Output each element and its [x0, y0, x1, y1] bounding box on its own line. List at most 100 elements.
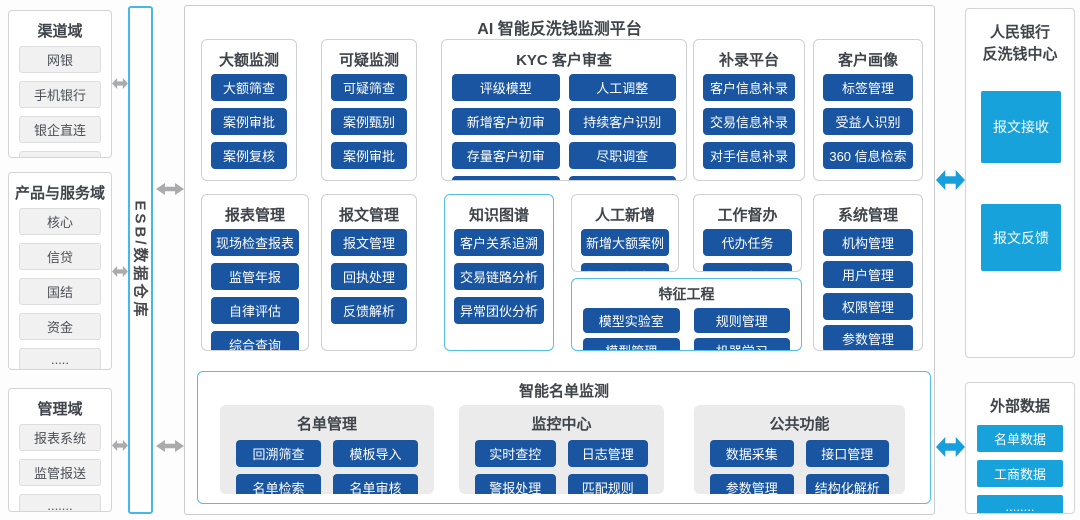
feature-button: 监管年报: [211, 263, 299, 290]
group-monitor-center: 监控中心 实时查控 日志管理 警报处理 匹配规则: [459, 405, 664, 494]
pboc-title-line2: 反洗钱中心: [982, 45, 1058, 63]
section-title: 补录平台: [718, 52, 779, 69]
feature-button: 人工调整: [568, 74, 676, 101]
section-kyc-review: KYC 客户审查 评级模型 人工调整 新增客户初审 持续客户识别 存量客户初审 …: [441, 39, 687, 181]
product-item: 国结: [19, 278, 101, 305]
feature-button: 案例审批: [211, 108, 287, 135]
feature-button: 综合查询: [211, 331, 299, 350]
channel-item: 手机银行: [19, 81, 101, 108]
feature-button: 审核历史查询: [568, 176, 676, 180]
feature-button: 客户关系追溯: [454, 229, 544, 256]
feature-button: 模型实验室: [583, 308, 680, 333]
group-title: 公共功能: [769, 416, 830, 433]
feature-button: 异常团伙分析: [454, 297, 544, 324]
feature-button: 可疑筛查: [331, 74, 407, 101]
management-item: 监管报送: [19, 459, 101, 486]
management-domain-box: 管理域 报表系统 监管报送 .......: [8, 388, 112, 512]
section-title: 可疑监测: [338, 52, 399, 69]
arrow-channel-esb-icon: [112, 78, 128, 89]
feature-button: 存量客户初审: [452, 142, 560, 169]
feature-button: 回执处理: [331, 263, 407, 290]
channel-item-more: ......: [19, 151, 101, 157]
section-report-management: 报表管理 现场检查报表 监管年报 自律评估 综合查询: [201, 194, 309, 351]
section-title: 特征工程: [658, 286, 715, 302]
arrow-esb-platform-bottom-icon: [156, 440, 184, 452]
esb-data-warehouse-bar: ESB/数据仓库: [128, 6, 153, 514]
section-title: KYC 客户审查: [516, 52, 612, 69]
feature-button: 新增可疑案例: [581, 263, 669, 271]
product-item-more: .....: [19, 348, 101, 369]
external-data-item: 工商数据: [977, 460, 1063, 487]
feature-button: 名单审核: [333, 474, 418, 494]
product-item: 资金: [19, 313, 101, 340]
external-data-title: 外部数据: [989, 398, 1050, 415]
channel-domain-title: 渠道域: [37, 23, 83, 40]
group-list-management: 名单管理 回溯筛查 模板导入 名单检索 名单审核: [220, 405, 434, 494]
feature-button: 接口管理: [805, 440, 889, 467]
feature-button: 警报处理: [475, 474, 556, 494]
arrow-platform-pboc-icon: [936, 170, 965, 190]
section-title: 工作督办: [717, 207, 778, 224]
channel-item: 银企直连: [19, 116, 101, 143]
pboc-title: 人民银行 反洗钱中心: [966, 22, 1074, 66]
feature-button: 自律评估: [211, 297, 299, 324]
feature-button: 用户管理: [823, 261, 913, 288]
feature-button: 匹配规则: [567, 474, 648, 494]
smart-list-monitor-title: 智能名单监测: [518, 383, 609, 400]
feature-button: 机构管理: [823, 229, 913, 256]
message-receive-block: 报文接收: [981, 91, 1061, 163]
platform-box: AI 智能反洗钱监测平台 大额监测 大额筛查 案例审批 案例复核 可疑监测 可疑…: [184, 5, 935, 515]
feature-button: 新增大额案例: [581, 229, 669, 256]
feature-button: 案例审批: [331, 142, 407, 169]
feature-button: 尽职调查: [568, 142, 676, 169]
group-title: 监控中心: [531, 416, 592, 433]
section-suspicious-monitor: 可疑监测 可疑筛查 案例甄别 案例审批: [321, 39, 417, 181]
product-service-domain-box: 产品与服务域 核心 信贷 国结 资金 .....: [8, 172, 112, 370]
section-large-amount-monitor: 大额监测 大额筛查 案例审批 案例复核: [201, 39, 297, 181]
section-title: 客户画像: [837, 52, 898, 69]
feature-button: 新增客户初审: [452, 108, 560, 135]
feature-button: 大额筛查: [211, 74, 287, 101]
feature-button: 机器学习: [693, 338, 790, 350]
feature-button: 模板导入: [333, 440, 418, 467]
pboc-title-line1: 人民银行: [989, 24, 1050, 41]
feature-button: 结构化解析: [805, 474, 889, 494]
section-work-supervision: 工作督办 代办任务 工作督办: [693, 194, 802, 272]
feature-button: 持续客户识别: [568, 108, 676, 135]
feature-button: 日志管理: [567, 440, 648, 467]
arrow-management-esb-icon: [112, 440, 128, 451]
group-title: 名单管理: [296, 416, 357, 433]
feature-button: 交易信息补录: [703, 108, 795, 135]
section-manual-add: 人工新增 新增大额案例 新增可疑案例: [571, 194, 679, 272]
management-item: 报表系统: [19, 424, 101, 451]
feature-button: 参数管理: [823, 325, 913, 350]
management-item-more: .......: [19, 494, 101, 511]
product-service-domain-title: 产品与服务域: [14, 185, 105, 202]
esb-label: ESB/数据仓库: [131, 200, 148, 320]
feature-button: 标签管理: [823, 74, 913, 101]
feature-button: 回溯筛查: [236, 440, 321, 467]
arrow-platform-external-icon: [936, 437, 965, 457]
feature-button: 模型管理: [583, 338, 680, 350]
section-supplement-platform: 补录平台 客户信息补录 交易信息补录 对手信息补录: [693, 39, 805, 181]
channel-domain-box: 渠道域 网银 手机银行 银企直连 ......: [8, 10, 112, 158]
section-system-management: 系统管理 机构管理 用户管理 权限管理 参数管理 ETL 管理: [813, 194, 923, 351]
feature-button: 工作督办: [703, 263, 792, 271]
feature-button: 现场检查报表: [211, 229, 299, 256]
feature-button: 案例复核: [211, 142, 287, 169]
feature-button: 交易链路分析: [454, 263, 544, 290]
external-data-box: 外部数据 名单数据 工商数据 ........: [965, 382, 1075, 514]
section-title: 人工新增: [594, 207, 655, 224]
section-title: 大额监测: [218, 52, 279, 69]
section-title: 报表管理: [224, 207, 285, 224]
feature-button: 名单检索: [236, 474, 321, 494]
channel-item: 网银: [19, 46, 101, 73]
arrow-product-esb-icon: [112, 266, 128, 277]
section-title: 系统管理: [837, 207, 898, 224]
feature-button: 受益人识别: [823, 108, 913, 135]
section-title: 报文管理: [338, 207, 399, 224]
product-item: 信贷: [19, 243, 101, 270]
feature-button: 代办任务: [703, 229, 792, 256]
message-feedback-block: 报文反馈: [981, 204, 1061, 271]
section-knowledge-graph: 知识图谱 客户关系追溯 交易链路分析 异常团伙分析: [444, 194, 554, 351]
